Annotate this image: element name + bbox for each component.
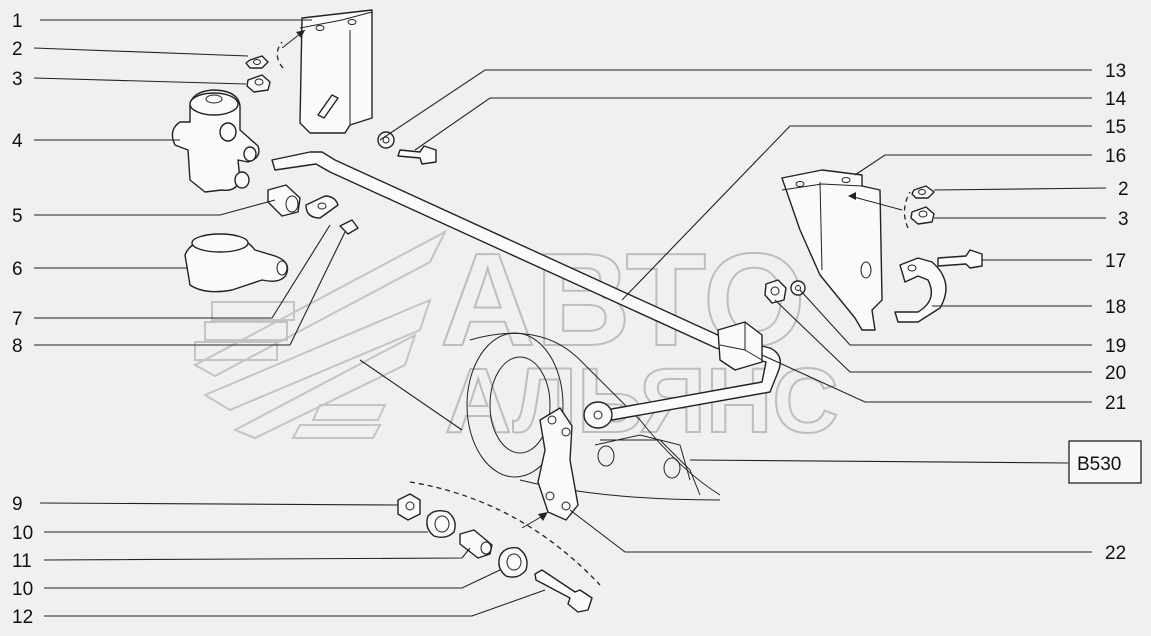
- callout-10a: 10: [12, 523, 33, 544]
- rear-axle-hub: [466, 332, 721, 501]
- arrow-head-1: [296, 30, 305, 38]
- part-nut-small-left: [245, 55, 269, 69]
- part-cover: [184, 233, 289, 293]
- callout-5: 5: [12, 206, 23, 227]
- callout-10b: 10: [12, 579, 33, 600]
- callout-11: 11: [12, 551, 32, 572]
- callout-8: 8: [12, 336, 23, 357]
- assembly-arc-2: [903, 191, 911, 229]
- callout-19: 19: [1105, 336, 1126, 357]
- callout-1: 1: [12, 11, 23, 32]
- part-clamp: [894, 257, 947, 323]
- part-rubber-bushing-top: [426, 509, 456, 539]
- callout-4: 4: [12, 131, 23, 152]
- callout-2: 2: [12, 39, 23, 60]
- part-rubber-bushing-bottom: [498, 546, 528, 578]
- part-sleeve: [459, 529, 493, 559]
- callout-3-right: 3: [1118, 209, 1129, 230]
- part-bolt-17: [937, 249, 983, 269]
- callout-9: 9: [12, 494, 23, 515]
- callout-15: 15: [1105, 117, 1126, 138]
- callout-13: 13: [1105, 61, 1126, 82]
- assembly-arrow-2: [849, 195, 903, 211]
- diagram-code-box: B530: [1068, 440, 1142, 484]
- part-nut-large-left: [246, 74, 271, 93]
- callout-14: 14: [1105, 89, 1127, 110]
- callout-3: 3: [12, 69, 23, 90]
- callout-17: 17: [1105, 251, 1126, 272]
- part-plate: [305, 195, 339, 219]
- part-bar-end: [583, 401, 613, 429]
- watermark-logo: [192, 229, 448, 440]
- part-washer-13: [377, 131, 395, 149]
- assembly-arc-1: [276, 41, 284, 69]
- part-nut-large-right: [910, 206, 935, 225]
- part-bracket-right: [781, 169, 883, 331]
- part-bracket-left: [299, 9, 373, 134]
- leader-lines: [33, 19, 1107, 617]
- callouts-right: 13 14 15 16 2 3 17 18 19 20 21 22: [1105, 61, 1129, 564]
- part-small-bolt: [339, 219, 359, 235]
- part-nut-small-right: [911, 185, 935, 199]
- part-pressure-regulator: [171, 89, 260, 193]
- part-nut-9: [397, 493, 421, 521]
- part-bolt-12: [534, 569, 593, 613]
- callout-7: 7: [12, 309, 23, 330]
- part-bar-cushion: [717, 321, 763, 371]
- callout-18: 18: [1105, 297, 1126, 318]
- callout-16: 16: [1105, 146, 1126, 167]
- callouts-left: 1 2 3 4 5 6 7 8 9 10 11 10 12: [12, 11, 33, 628]
- part-link: [537, 407, 579, 521]
- callout-22: 22: [1105, 543, 1126, 564]
- arrow-head-3: [538, 512, 548, 521]
- callout-2-right: 2: [1118, 179, 1129, 200]
- callout-12: 12: [12, 607, 33, 628]
- assembly-arc-3: [409, 481, 601, 586]
- callout-21: 21: [1105, 393, 1126, 414]
- diagram-code: B530: [1077, 454, 1121, 475]
- callout-20: 20: [1105, 363, 1126, 384]
- part-nut-20: [764, 279, 787, 304]
- arrow-head-2: [848, 192, 856, 200]
- part-bolt-14: [397, 145, 437, 165]
- callout-6: 6: [12, 259, 23, 280]
